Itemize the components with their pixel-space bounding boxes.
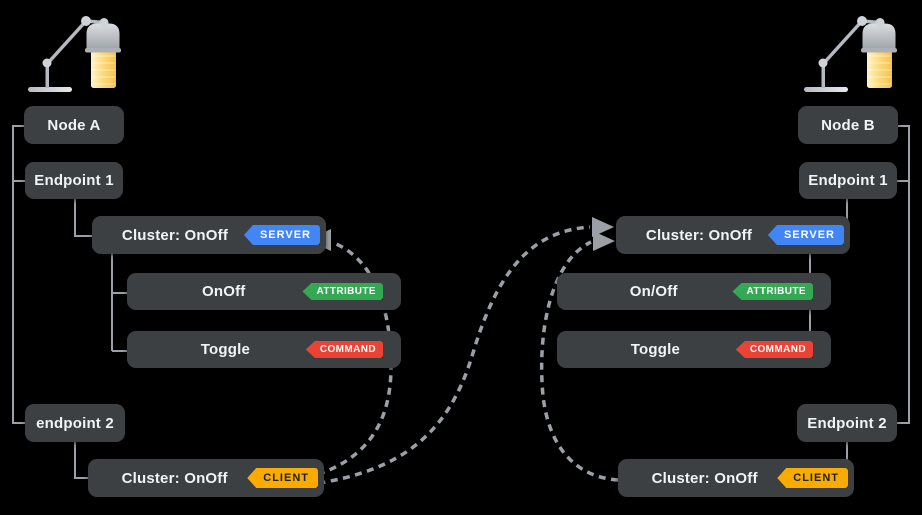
node-a-command-box: Toggle COMMAND	[127, 331, 401, 368]
node-a-endpoint1-box: Endpoint 1	[25, 162, 123, 199]
node-b-endpoint1-box: Endpoint 1	[799, 162, 897, 199]
node-a-client-cluster-box: Cluster: OnOff CLIENT	[88, 459, 324, 497]
node-b-endpoint2-box: Endpoint 2	[797, 404, 897, 442]
endpoint-label: endpoint 2	[36, 414, 114, 432]
node-a-endpoint2-box: endpoint 2	[25, 404, 125, 442]
endpoint-label: Endpoint 2	[807, 414, 887, 432]
node-b-client-cluster-box: Cluster: OnOff CLIENT	[618, 459, 854, 497]
command-badge: COMMAND	[735, 341, 813, 358]
cluster-label: Cluster: OnOff	[651, 469, 758, 487]
arrowhead-icon	[592, 217, 614, 237]
binding-arrow-clientA-serverB	[305, 225, 591, 487]
client-badge: CLIENT	[247, 468, 318, 488]
cluster-label: Cluster: OnOff	[121, 226, 229, 244]
endpoint-label: Endpoint 1	[808, 172, 888, 189]
client-badge: CLIENT	[777, 468, 848, 488]
arrowhead-icon	[593, 231, 615, 251]
node-label: Node A	[47, 116, 101, 134]
attribute-badge: ATTRIBUTE	[732, 283, 813, 300]
node-b-box: Node B	[798, 106, 898, 144]
server-badge: SERVER	[767, 225, 844, 245]
endpoint-label: Endpoint 1	[34, 172, 114, 189]
desk-lamp-icon	[26, 14, 123, 94]
node-b-command-box: Toggle COMMAND	[557, 331, 831, 368]
command-label: Toggle	[630, 341, 681, 358]
cluster-label: Cluster: OnOff	[121, 469, 228, 487]
desk-lamp-icon	[802, 14, 899, 94]
node-a-server-cluster-box: Cluster: OnOff SERVER	[92, 216, 326, 254]
node-b-server-cluster-box: Cluster: OnOff SERVER	[616, 216, 850, 254]
command-label: Toggle	[200, 341, 251, 358]
command-badge: COMMAND	[305, 341, 383, 358]
tree-connectors-left	[12, 125, 127, 479]
attribute-label: OnOff	[201, 283, 246, 300]
node-b-attribute-box: On/Off ATTRIBUTE	[557, 273, 831, 310]
node-a-box: Node A	[24, 106, 124, 144]
binding-arrow-clientB-serverB	[539, 240, 619, 482]
node-label: Node B	[821, 116, 875, 134]
cluster-label: Cluster: OnOff	[645, 226, 753, 244]
server-badge: SERVER	[243, 225, 320, 245]
attribute-badge: ATTRIBUTE	[302, 283, 383, 300]
attribute-label: On/Off	[629, 283, 678, 300]
node-a-attribute-box: OnOff ATTRIBUTE	[127, 273, 401, 310]
